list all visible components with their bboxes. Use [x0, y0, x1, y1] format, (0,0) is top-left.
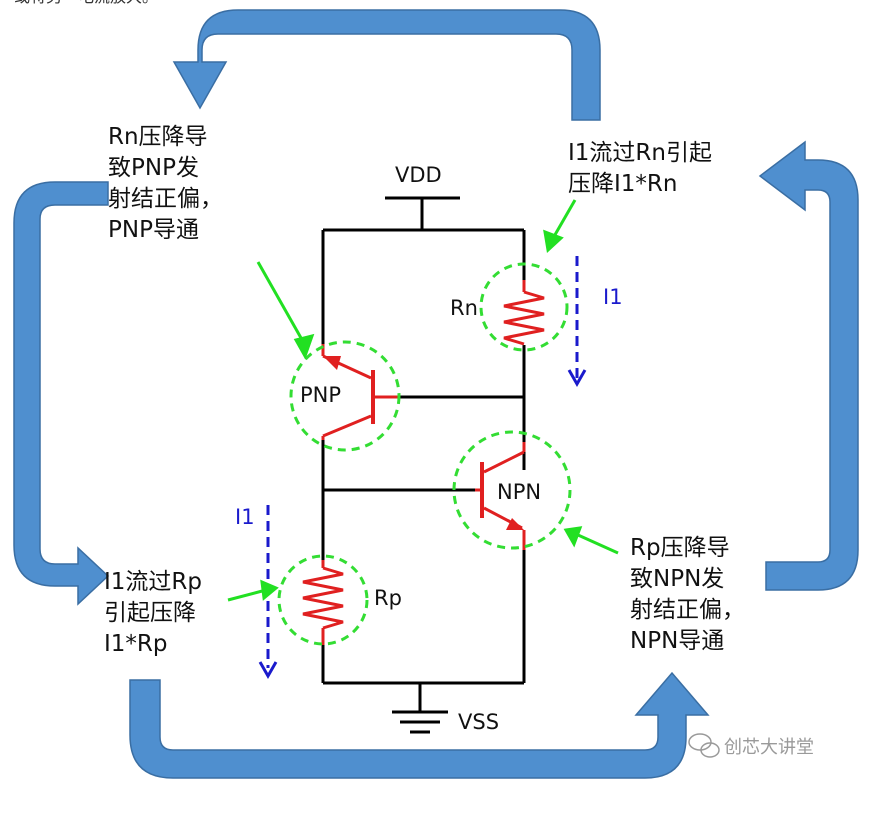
- loop-arrow-bottom: [129, 671, 710, 779]
- label-line: 射结正偏，: [108, 186, 223, 212]
- current-label-rp: I1: [235, 505, 255, 529]
- feedback-loop-arrows: [13, 9, 859, 779]
- header-text-fragment: 或将另一电流放大。: [14, 0, 158, 12]
- label-bottom-right: Rp压降导 致NPN发 射结正偏， NPN导通: [630, 533, 745, 657]
- label-line: I1*Rp: [104, 631, 168, 657]
- label-line: I1流过Rp: [104, 569, 202, 595]
- pnp-transistor: [289, 340, 401, 452]
- label-line: PNP导通: [108, 217, 199, 243]
- label-line: 引起压降: [104, 600, 196, 626]
- watermark-text: 创芯大讲堂: [724, 737, 814, 758]
- label-line: 致PNP发: [108, 155, 199, 181]
- current-label-rn: I1: [603, 285, 623, 309]
- label-top-right: I1流过Rn引起 压降I1*Rn: [568, 138, 712, 200]
- rn-label: Rn: [450, 296, 478, 320]
- rn-resistor: [479, 262, 569, 352]
- label-line: I1流过Rn引起: [568, 140, 712, 166]
- loop-arrow-right: [758, 140, 859, 591]
- label-line: Rn压降导: [108, 124, 208, 150]
- npn-label: NPN: [497, 480, 542, 504]
- pointer-arrows: [227, 199, 619, 602]
- wechat-icon: [688, 733, 720, 758]
- label-line: NPN导通: [630, 628, 725, 654]
- rp-resistor: [277, 554, 369, 646]
- pnp-label: PNP: [300, 383, 342, 407]
- vdd-label: VDD: [395, 163, 442, 187]
- label-line: Rp压降导: [630, 535, 730, 561]
- label-line: 压降I1*Rn: [568, 171, 678, 197]
- label-bottom-left: I1流过Rp 引起压降 I1*Rp: [104, 567, 202, 660]
- label-line: 致NPN发: [630, 566, 725, 592]
- rp-label: Rp: [374, 586, 402, 610]
- loop-arrow-left: [13, 181, 110, 606]
- loop-arrow-top: [172, 9, 601, 121]
- label-top-left: Rn压降导 致PNP发 射结正偏， PNP导通: [108, 122, 223, 246]
- npn-transistor: [452, 430, 572, 550]
- vss-label: VSS: [458, 710, 500, 734]
- label-line: 射结正偏，: [630, 597, 745, 623]
- circuit-wires: [321, 196, 526, 734]
